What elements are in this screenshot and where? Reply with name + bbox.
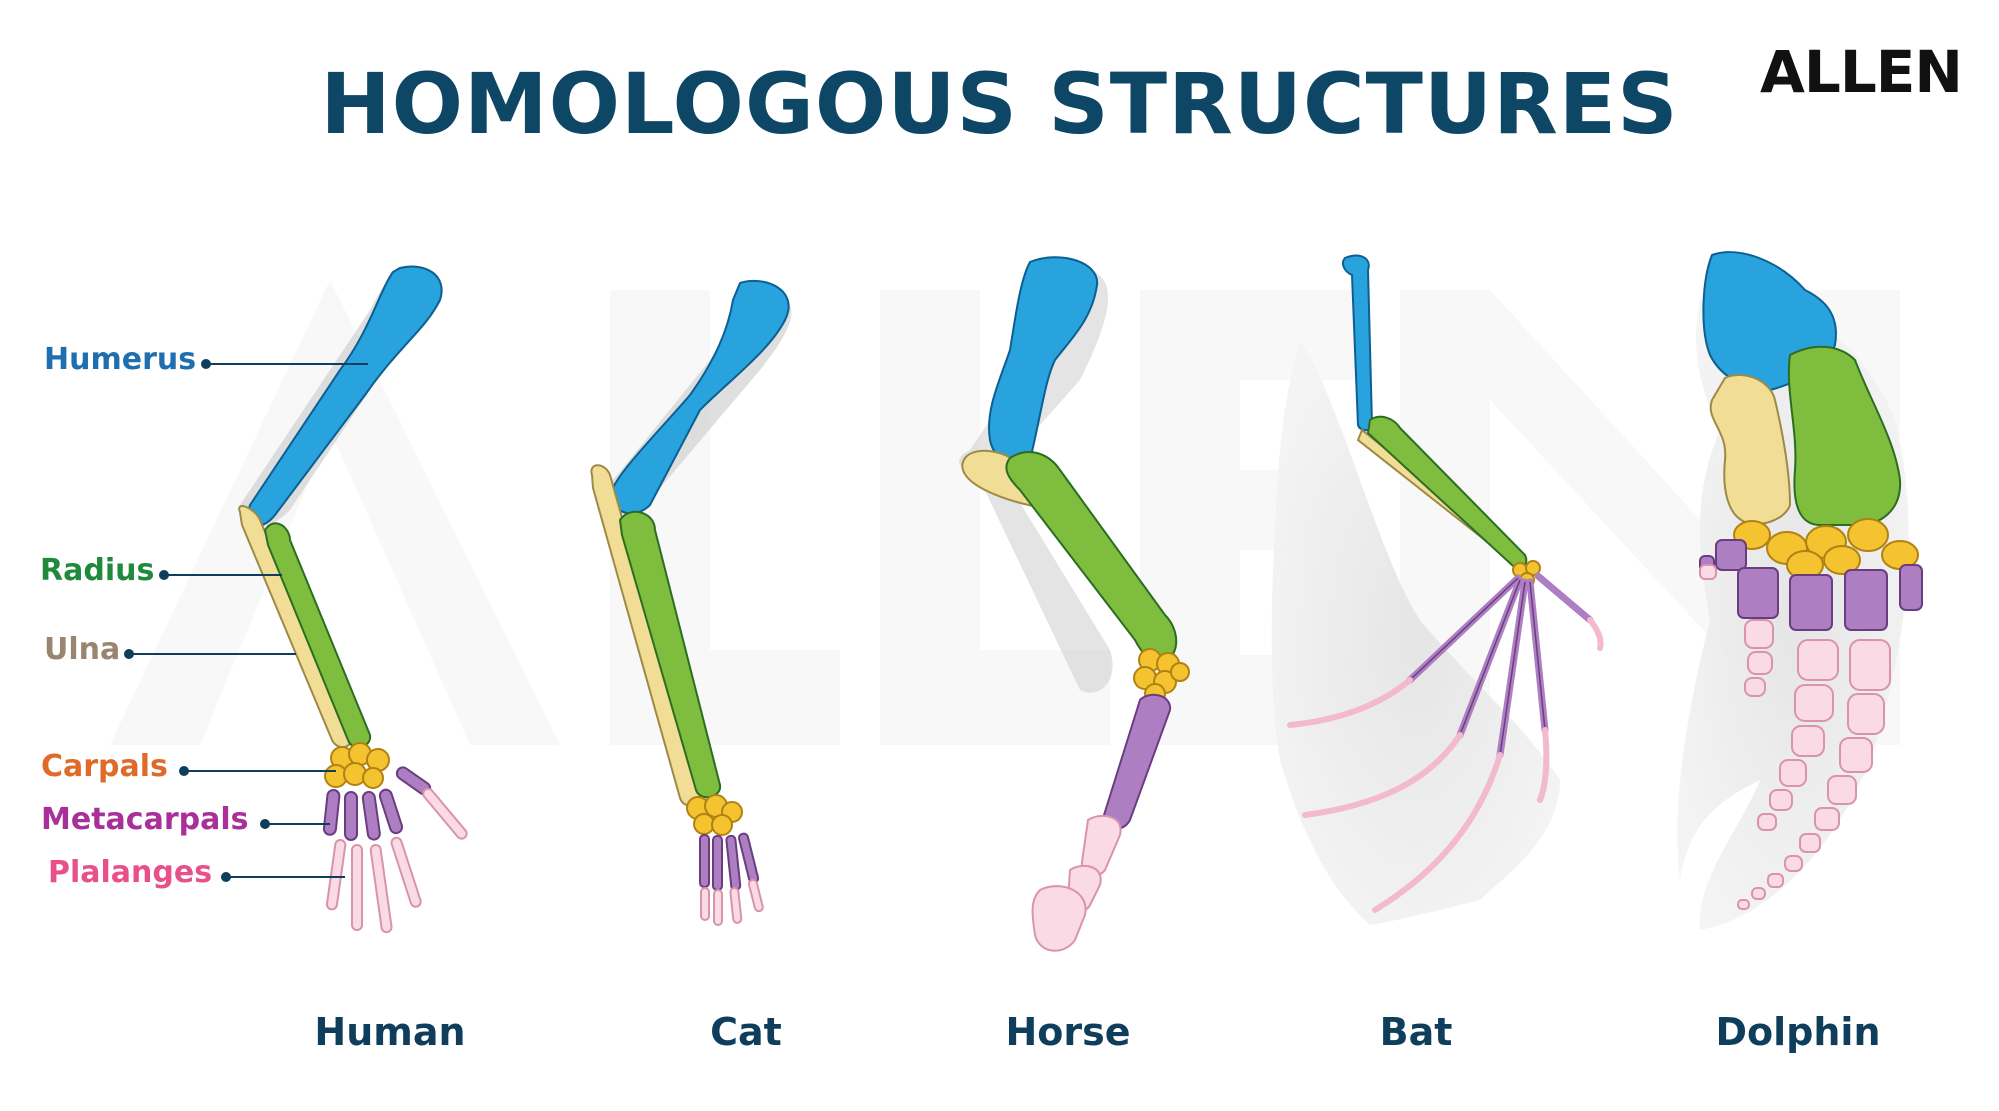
label-carpals: Carpals xyxy=(41,749,168,784)
animal-name-human: Human xyxy=(314,1010,466,1054)
horse-limb xyxy=(959,256,1190,952)
watermark xyxy=(110,280,1900,745)
page-title: HOMOLOGOUS STRUCTURES xyxy=(320,55,1679,153)
allen-logo: ALLEN xyxy=(1760,38,1963,106)
label-ulna: Ulna xyxy=(44,632,121,667)
label-metacarpals: Metacarpals xyxy=(41,802,249,837)
animal-name-bat: Bat xyxy=(1379,1010,1453,1054)
animal-name-cat: Cat xyxy=(710,1010,782,1054)
bat-limb xyxy=(1271,254,1604,925)
label-humerus: Humerus xyxy=(44,342,197,377)
animal-name-horse: Horse xyxy=(1005,1010,1131,1054)
dolphin-limb xyxy=(1677,251,1923,930)
label-phalanges: Plalanges xyxy=(48,855,213,890)
animal-name-dolphin: Dolphin xyxy=(1715,1010,1881,1054)
cat-limb xyxy=(590,279,792,926)
human-limb xyxy=(238,265,468,934)
label-radius: Radius xyxy=(40,553,155,588)
